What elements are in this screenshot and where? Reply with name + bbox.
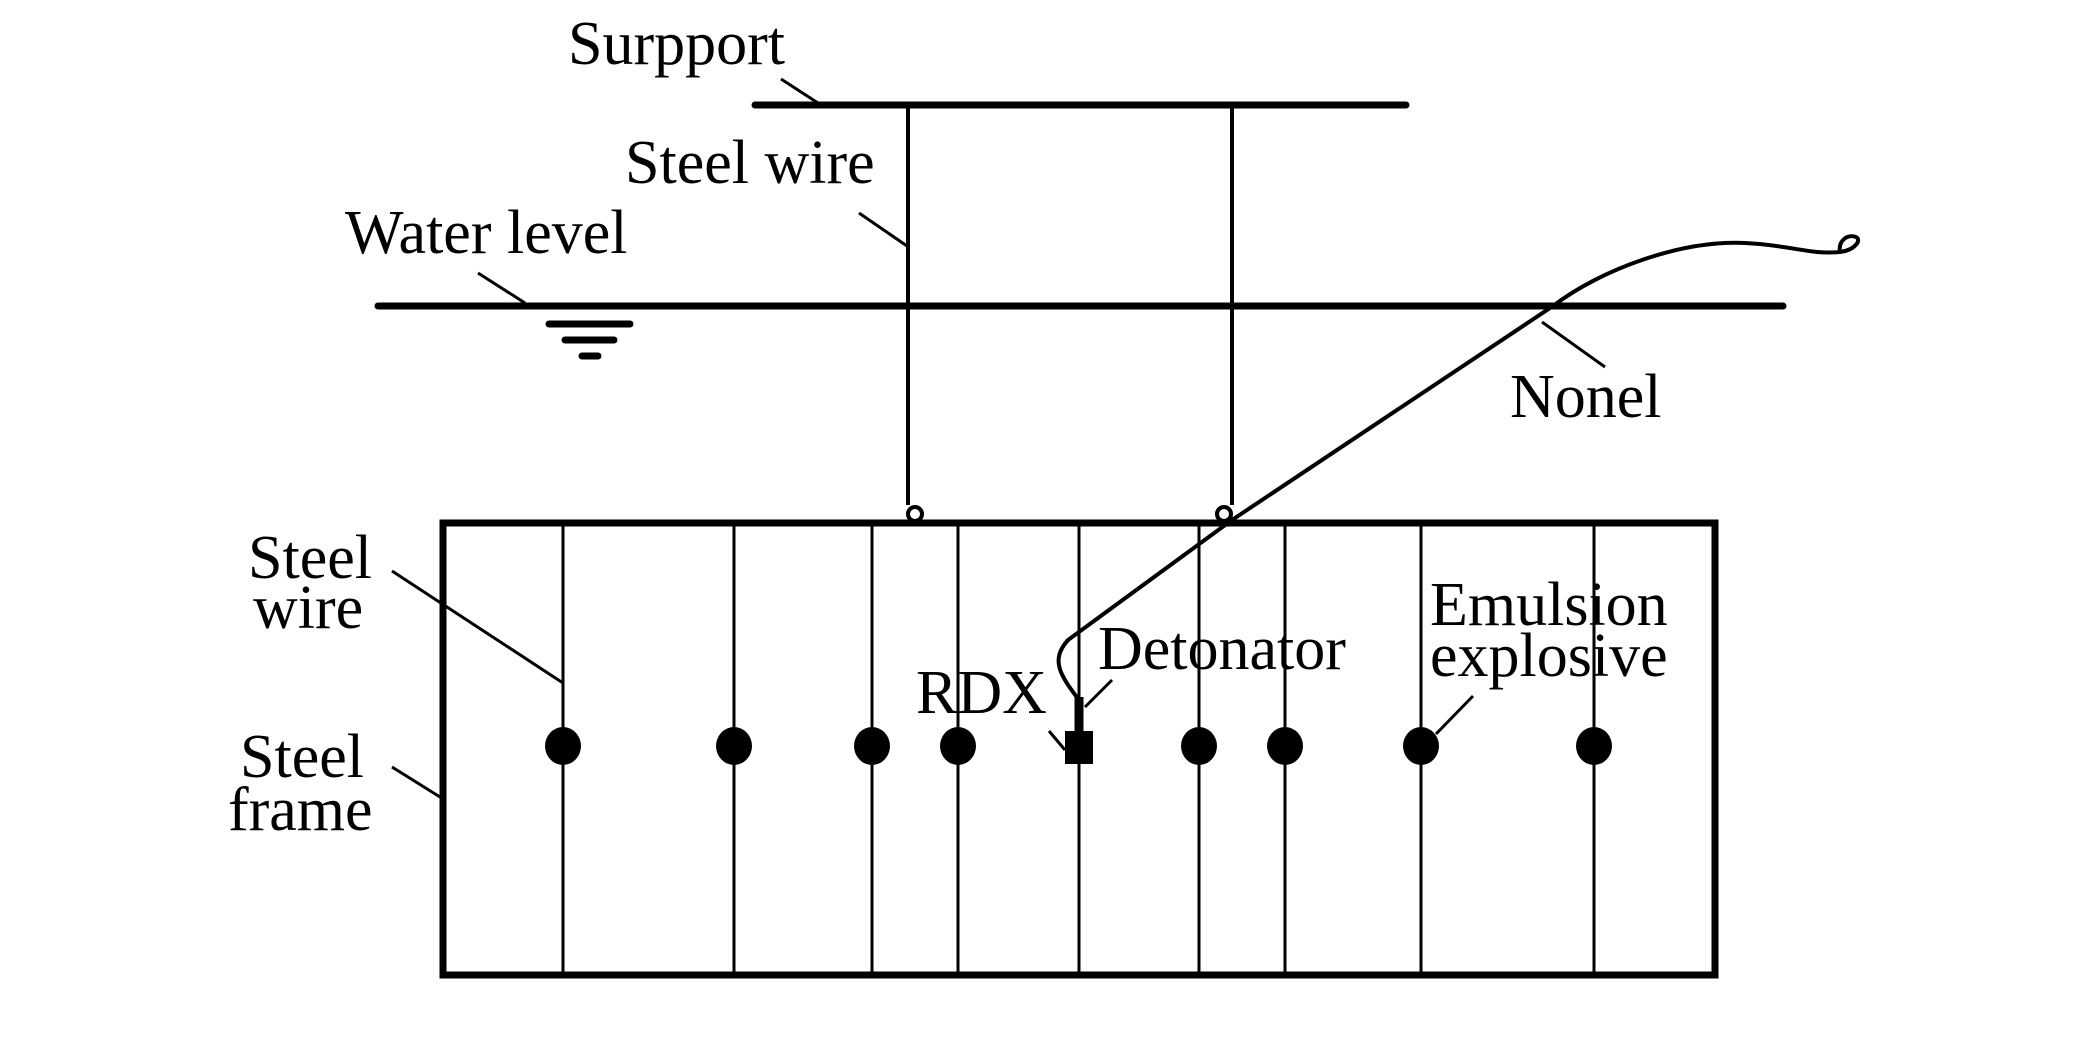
- emulsion-explosive-charge: [854, 727, 890, 765]
- label-rdx: RDX: [916, 659, 1047, 727]
- label-steel-frame-1: Steel: [240, 723, 364, 791]
- steel-wire-left-leader: [391, 569, 564, 685]
- emulsion-explosive-charge: [1576, 727, 1612, 765]
- steel-frame-leader: [391, 765, 441, 799]
- nonel-leader: [1541, 320, 1606, 369]
- label-support: Surpport: [568, 10, 785, 78]
- water-level-symbol: [545, 320, 634, 360]
- label-steel-wire-left-1: Steel: [248, 524, 372, 592]
- emulsion-leader: [1434, 694, 1475, 736]
- steel-wire-top-leader: [858, 211, 908, 248]
- steel-frame: [439, 519, 1719, 979]
- hook-left: [906, 505, 924, 523]
- label-emulsion-2: explosive: [1430, 622, 1668, 690]
- nonel-tube: [1056, 234, 1861, 702]
- label-water-level: Water level: [345, 199, 627, 267]
- label-steel-frame-2: frame: [228, 776, 373, 844]
- emulsion-explosive-charge: [545, 727, 581, 765]
- emulsion-explosive-charge: [716, 727, 752, 765]
- water-level-leader: [477, 271, 526, 305]
- rdx-booster: [1065, 731, 1093, 764]
- emulsion-explosive-charge: [1403, 727, 1439, 765]
- support-leader: [780, 77, 819, 105]
- emulsion-explosive-charge: [1267, 727, 1303, 765]
- hook-right: [1215, 505, 1233, 523]
- label-steel-wire-top: Steel wire: [625, 129, 875, 197]
- explosive-charges: [545, 727, 1612, 765]
- emulsion-explosive-charge: [1181, 727, 1217, 765]
- rdx-leader: [1047, 730, 1067, 751]
- label-emulsion-1: Emulsion: [1430, 571, 1668, 639]
- emulsion-explosive-charge: [940, 727, 976, 765]
- label-nonel: Nonel: [1510, 363, 1662, 431]
- label-steel-wire-left-2: wire: [253, 574, 363, 642]
- label-detonator: Detonator: [1098, 615, 1346, 683]
- detonator-leader: [1083, 678, 1114, 709]
